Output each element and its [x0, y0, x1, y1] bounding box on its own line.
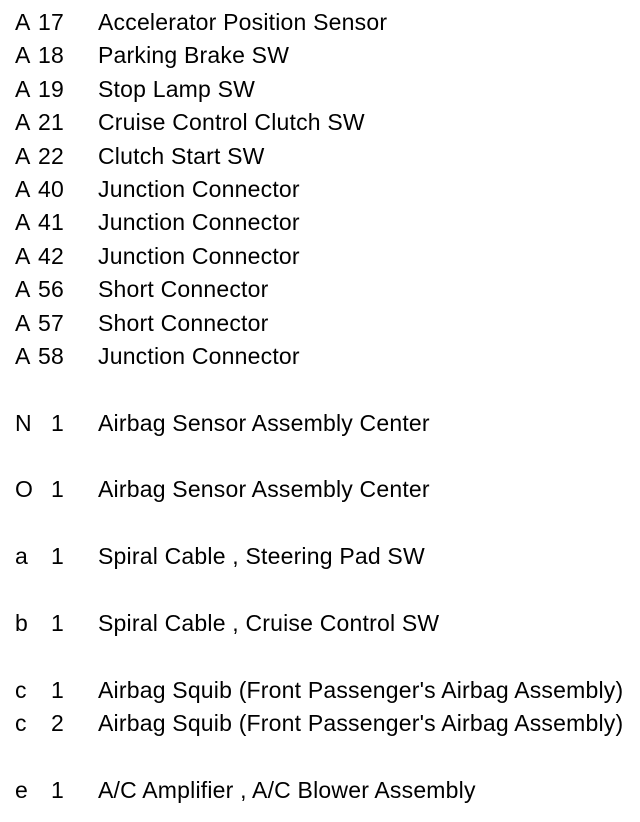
table-row: a 1 Spiral Cable , Steering Pad SW [15, 540, 640, 573]
group-spacer-row [15, 640, 640, 673]
connector-code-number: 1 [51, 409, 64, 436]
table-row: A 18 Parking Brake SW [15, 39, 640, 72]
connector-name: Airbag Squib (Front Passenger's Airbag A… [98, 710, 624, 737]
connector-name: Clutch Start SW [98, 142, 265, 169]
table-row: A 22 Clutch Start SW [15, 140, 640, 173]
connector-code-letter [15, 741, 38, 774]
connector-name: Junction Connector [98, 242, 300, 269]
connector-code-number: 21 [38, 109, 64, 136]
connector-name: Airbag Squib (Front Passenger's Airbag A… [98, 676, 624, 703]
connector-code-letter [15, 373, 38, 406]
connector-name: Junction Connector [98, 209, 300, 236]
connector-code-letter: A [15, 9, 31, 35]
connector-code-letter: A [15, 242, 31, 269]
connector-code-number: 41 [38, 209, 64, 236]
connector-name: Junction Connector [98, 175, 300, 202]
connector-name: Short Connector [98, 309, 269, 336]
connector-code-letter: b [15, 610, 28, 637]
connector-name: Junction Connector [98, 342, 300, 369]
group-spacer-row [15, 574, 640, 607]
connector-code-letter: A [15, 109, 31, 136]
group-spacer-row [15, 373, 640, 406]
connector-code-number: 58 [38, 342, 64, 369]
table-row: c 2 Airbag Squib (Front Passenger's Airb… [15, 707, 640, 740]
connector-code-number: 56 [38, 276, 64, 303]
connector-code-letter: A [15, 142, 31, 169]
connector-name: Short Connector [98, 276, 269, 303]
table-row: e 1 A/C Amplifier , A/C Blower Assembly [15, 774, 640, 807]
table-row: A 17 Accelerator Position Sensor [15, 6, 640, 39]
table-row: A 56 Short Connector [15, 273, 640, 306]
connector-code-letter: A [15, 309, 31, 336]
connector-code-number: 18 [38, 42, 64, 69]
table-row: c 1 Airbag Squib (Front Passenger's Airb… [15, 674, 640, 707]
table-row: A 40 Junction Connector [15, 173, 640, 206]
connector-code-letter: A [15, 209, 31, 236]
connector-name: Spiral Cable , Steering Pad SW [98, 543, 425, 570]
connector-name: Cruise Control Clutch SW [98, 109, 365, 136]
table-row: A 42 Junction Connector [15, 240, 640, 273]
connector-code-letter [15, 574, 38, 607]
connector-code-letter: O [15, 476, 34, 503]
connector-code-number: 57 [38, 309, 64, 336]
group-spacer-row [15, 440, 640, 473]
connector-rows: A 17 Accelerator Position Sensor A 18 Pa… [15, 6, 640, 807]
connector-code-number: 2 [51, 710, 64, 737]
group-spacer-row [15, 507, 640, 540]
connector-code-letter: A [15, 342, 31, 369]
connector-code-number: 1 [51, 543, 64, 570]
connector-name: A/C Amplifier , A/C Blower Assembly [98, 776, 476, 803]
connector-name: Airbag Sensor Assembly Center [98, 409, 430, 436]
table-row: A 19 Stop Lamp SW [15, 73, 640, 106]
connector-code-letter: c [15, 710, 27, 737]
table-row: A 21 Cruise Control Clutch SW [15, 106, 640, 139]
table-row: O 1 Airbag Sensor Assembly Center [15, 473, 640, 506]
connector-code-letter: a [15, 543, 28, 570]
connector-code-letter [15, 440, 38, 473]
connector-code-number [38, 440, 64, 473]
table-row: b 1 Spiral Cable , Cruise Control SW [15, 607, 640, 640]
connector-code-number: 42 [38, 242, 64, 269]
connector-code-number: 40 [38, 175, 64, 202]
connector-code-letter: e [15, 776, 28, 803]
connector-code-letter: c [15, 676, 27, 703]
table-row: N 1 Airbag Sensor Assembly Center [15, 407, 640, 440]
group-spacer-row [15, 741, 640, 774]
connector-name: Airbag Sensor Assembly Center [98, 476, 430, 503]
connector-code-number: 1 [51, 676, 64, 703]
connector-code-number [38, 741, 64, 774]
connector-code-number: 1 [51, 476, 64, 503]
connector-code-letter [15, 507, 38, 540]
connector-code-letter: A [15, 175, 31, 202]
connector-name: Accelerator Position Sensor [98, 9, 388, 35]
table-row: A 57 Short Connector [15, 307, 640, 340]
connector-code-number: 17 [38, 9, 64, 35]
connector-code-number [38, 574, 64, 607]
connector-code-number: 1 [51, 610, 64, 637]
table-row: A 58 Junction Connector [15, 340, 640, 373]
connector-code-letter [15, 640, 38, 673]
connector-code-number [38, 507, 64, 540]
table-row: A 41 Junction Connector [15, 206, 640, 239]
connector-name: Parking Brake SW [98, 42, 290, 69]
connector-name: Stop Lamp SW [98, 75, 256, 102]
connector-name: Spiral Cable , Cruise Control SW [98, 610, 440, 637]
connector-code-number: 19 [38, 75, 64, 102]
connector-code-number: 1 [51, 776, 64, 803]
connector-code-letter: A [15, 276, 31, 303]
connector-code-letter: N [15, 409, 32, 436]
connector-code-letter: A [15, 42, 31, 69]
connector-code-letter: A [15, 75, 31, 102]
connector-code-number [38, 640, 64, 673]
connector-code-number [38, 373, 64, 406]
connector-code-number: 22 [38, 142, 64, 169]
